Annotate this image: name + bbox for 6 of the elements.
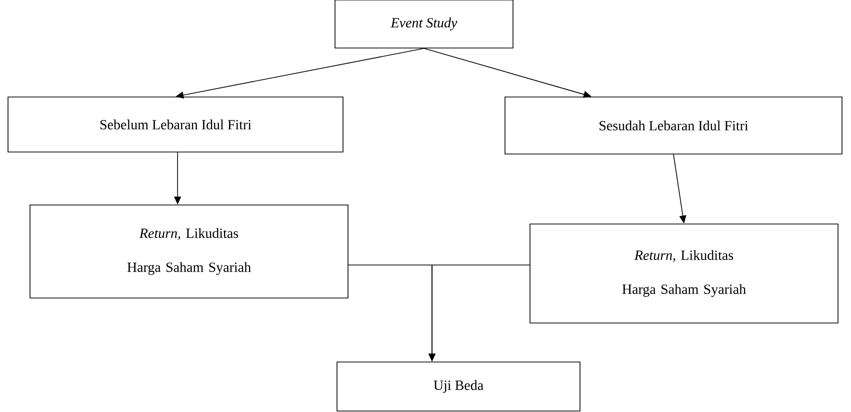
process-box: Sesudah Lebaran Idul Fitri (504, 96, 842, 154)
process-box: Uji Beda (336, 362, 580, 412)
process-box: Return, Likuditas Harga Saham Syariah (30, 204, 348, 298)
process-box: Return, Likuditas Harga Saham Syariah (530, 224, 838, 324)
process-box: Event Study (334, 0, 514, 48)
process-box: Sebelum Lebaran Idul Fitri (8, 96, 344, 152)
